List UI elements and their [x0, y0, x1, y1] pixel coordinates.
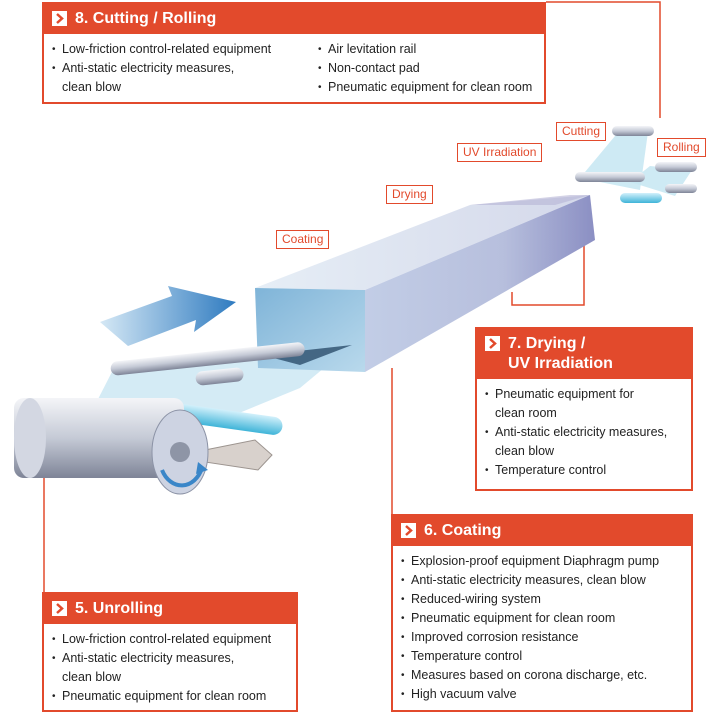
- list-item: Anti-static electricity measures, clean …: [485, 423, 683, 461]
- list-item: Pneumatic equipment for clean room: [485, 385, 683, 423]
- list-item: Explosion-proof equipment Diaphragm pump: [401, 552, 683, 571]
- chevron-right-icon: [52, 11, 67, 26]
- list-item: Anti-static electricity measures, clean …: [52, 59, 302, 97]
- list-item: Low-friction control-related equipment: [52, 630, 288, 649]
- list-item: Improved corrosion resistance: [401, 628, 683, 647]
- list-item: Anti-static electricity measures, clean …: [52, 649, 288, 687]
- tunnel-side: [365, 195, 595, 372]
- list-item: Pneumatic equipment for clean room: [401, 609, 683, 628]
- list-item: Pneumatic equipment for clean room: [52, 687, 288, 706]
- list-item: Temperature control: [401, 647, 683, 666]
- chevron-right-icon: [52, 601, 67, 616]
- flow-arrow: [100, 286, 236, 346]
- section-coating: 6. Coating Explosion-proof equipment Dia…: [391, 514, 693, 712]
- tag-drying: Drying: [386, 185, 433, 204]
- connector-lines: [43, 1, 661, 594]
- section-unrolling: 5. Unrolling Low-friction control-relate…: [42, 592, 298, 712]
- section-title: 5. Unrolling: [75, 600, 163, 617]
- list-item: Measures based on corona discharge, etc.: [401, 666, 683, 685]
- tunnel-top: [255, 195, 590, 290]
- section-header: 6. Coating: [393, 516, 691, 546]
- tag-uv-irradiation: UV Irradiation: [457, 143, 543, 162]
- coating-blade: [204, 439, 273, 471]
- section-header: 8. Cutting / Rolling: [44, 4, 544, 34]
- list-item: Temperature control: [485, 461, 683, 480]
- section-header: 5. Unrolling: [44, 594, 296, 624]
- list-item: Anti-static electricity measures, clean …: [401, 571, 683, 590]
- section-header: 7. Drying / UV Irradiation: [477, 329, 691, 379]
- list-item: Non-contact pad: [318, 59, 536, 78]
- chevron-right-icon: [485, 336, 500, 351]
- chevron-right-icon: [401, 523, 416, 538]
- list-item: Reduced-wiring system: [401, 590, 683, 609]
- list-item: Air levitation rail: [318, 40, 536, 59]
- tunnel-opening: [262, 345, 352, 365]
- section-title: 6. Coating: [424, 522, 502, 539]
- section-cutting-rolling: 8. Cutting / Rolling Low-friction contro…: [42, 2, 546, 104]
- tag-coating: Coating: [276, 230, 330, 249]
- tag-rolling: Rolling: [657, 138, 706, 157]
- tag-cutting: Cutting: [556, 122, 607, 141]
- list-item: Pneumatic equipment for clean room: [318, 78, 536, 97]
- section-title: 8. Cutting / Rolling: [75, 10, 217, 27]
- section-title: 7. Drying / UV Irradiation: [508, 335, 613, 372]
- unroll-roll: [14, 398, 209, 495]
- list-item: High vacuum valve: [401, 685, 683, 704]
- list-item: Low-friction control-related equipment: [52, 40, 302, 59]
- guide-rollers: [110, 126, 697, 435]
- tunnel-top-uv: [470, 195, 590, 205]
- section-drying-uv: 7. Drying / UV Irradiation Pneumatic equ…: [475, 327, 693, 491]
